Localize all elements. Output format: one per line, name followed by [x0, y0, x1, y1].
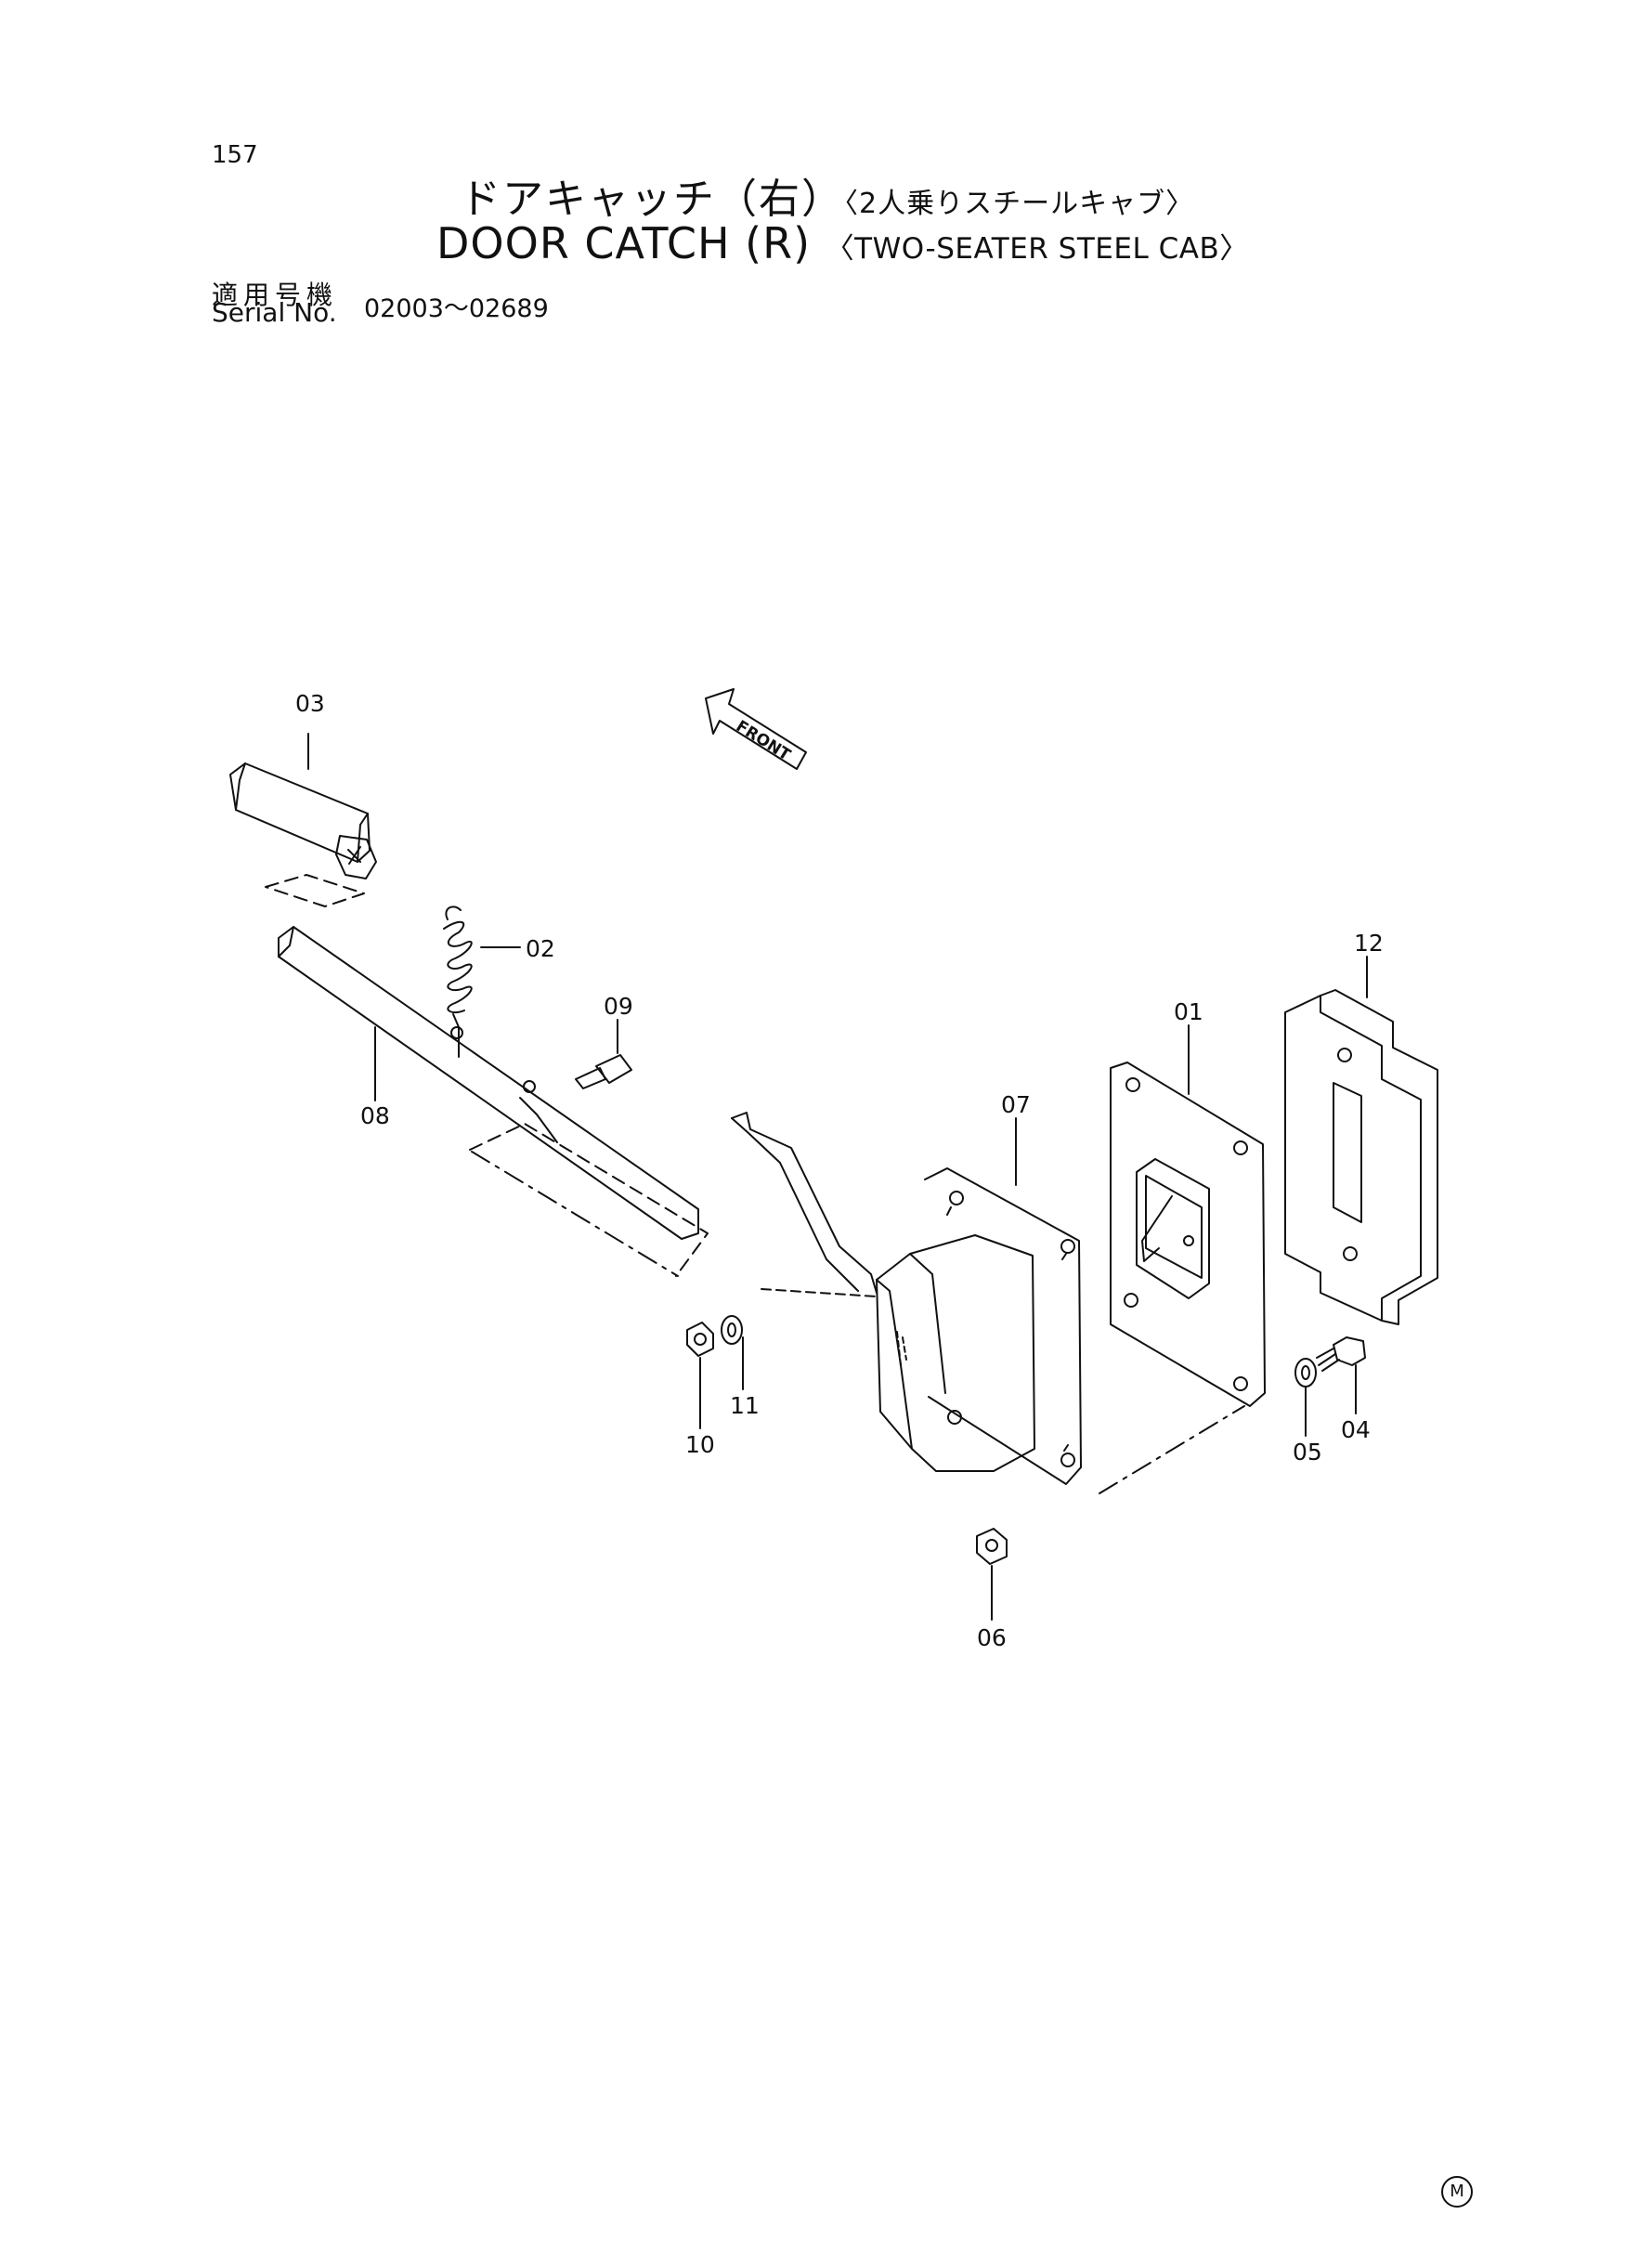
- callout-11: 11: [730, 1392, 760, 1419]
- front-label: FRONT: [733, 717, 794, 765]
- front-direction-arrow: FRONT: [705, 688, 807, 770]
- title-en-main: DOOR CATCH (R): [436, 218, 812, 268]
- callout-01: 01: [1174, 998, 1203, 1025]
- title-en-sub: 〈TWO-SEATER STEEL CAB〉: [825, 232, 1249, 266]
- part-01-lock-plate: [1110, 1062, 1266, 1407]
- part-08-guide-line: [469, 1123, 709, 1277]
- part-09-pin: [575, 1054, 632, 1089]
- part-08-center-line: [471, 1151, 679, 1277]
- title-jp-main: ドアキャッチ（右）: [460, 176, 844, 223]
- manufacturer-mark: M: [1441, 2176, 1473, 2208]
- callout-04: 04: [1341, 1416, 1371, 1443]
- callout-03: 03: [295, 690, 325, 717]
- callout-06: 06: [977, 1624, 1007, 1651]
- part-12-gasket: [1284, 989, 1438, 1325]
- callout-07: 07: [1001, 1091, 1031, 1118]
- title-english: DOOR CATCH (R) 〈TWO-SEATER STEEL CAB〉: [436, 218, 1249, 268]
- callout-12: 12: [1354, 930, 1384, 957]
- callout-05: 05: [1293, 1439, 1322, 1466]
- callout-10: 10: [685, 1431, 715, 1458]
- part-01-center-line: [1099, 1405, 1245, 1494]
- part-06-nut: [976, 1528, 1008, 1565]
- serial-label-english: Serial No.: [212, 297, 337, 328]
- serial-label-japanese: 適用号機: [212, 280, 339, 310]
- part-05-washer: [1294, 1358, 1317, 1388]
- title-japanese: ドアキャッチ（右）〈2人乗りスチールキャブ〉: [460, 165, 1194, 225]
- callout-08: 08: [360, 1102, 390, 1129]
- bolt-axis-line: [761, 1288, 878, 1297]
- part-02-spring: [443, 905, 473, 1028]
- part-03-grip: [229, 762, 377, 879]
- part-07-catch-housing: [731, 1112, 1082, 1485]
- part-10-nut: [686, 1322, 714, 1357]
- callout-02: 02: [526, 935, 555, 962]
- part-03-guide-line: [265, 874, 365, 907]
- part-08-lever: [278, 926, 699, 1240]
- callout-09: 09: [604, 993, 633, 1020]
- serial-number-range: 02003～02689: [364, 294, 549, 323]
- page-number: 157: [212, 141, 258, 169]
- part-11-washer: [721, 1315, 743, 1345]
- title-jp-sub: 〈2人乗りスチールキャブ〉: [844, 188, 1195, 220]
- part-04-bolt: [1316, 1336, 1366, 1372]
